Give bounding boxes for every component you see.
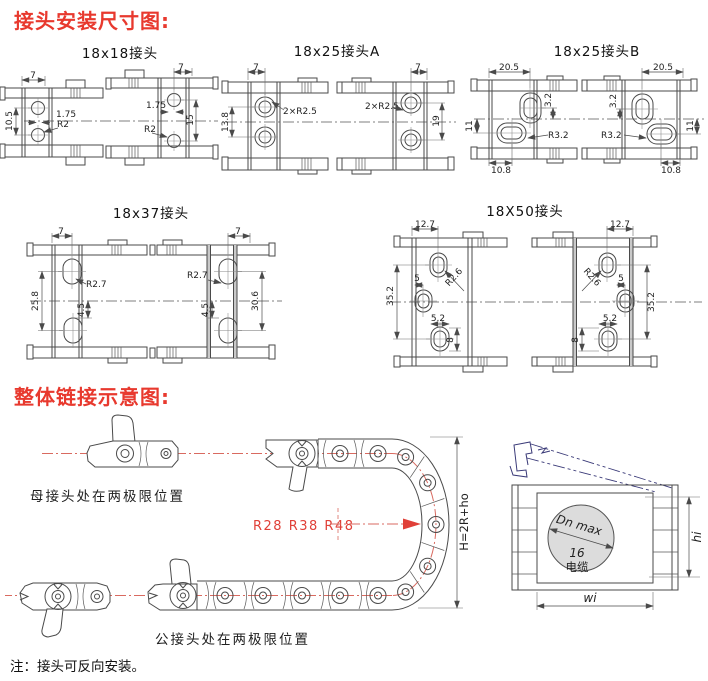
- dim-18x37-width-right: 7: [235, 227, 241, 237]
- dim-18x25a-width-right: 7: [415, 63, 421, 73]
- chain-bottom-run: [197, 580, 392, 611]
- diagram-18x25a-right-view: 7 2×R2.5 19: [336, 63, 455, 175]
- section-outer-frame: [511, 484, 679, 591]
- chain-assembly: 母接头处在两极限位置 R28 R38 R48: [5, 414, 704, 648]
- diagram-18x50-right-view: 12.7 R2.6 5 35.2 5.2 8: [531, 220, 658, 373]
- female-position-label: 母接头处在两极限位置: [30, 488, 185, 505]
- dim-18x25b-offset-right: 3.2: [609, 94, 619, 108]
- dim-18x25b-height-left: 11: [465, 120, 475, 131]
- dim-18x50-gap-left: 5: [414, 274, 420, 284]
- diagram-title-18x18: 18x18接头: [82, 45, 158, 62]
- dim-18x18-width-left: 7: [30, 71, 36, 81]
- section-hi-label: hi: [690, 531, 704, 543]
- dim-18x25a-width-left: 7: [253, 63, 259, 73]
- dim-18x37-width-left: 7: [58, 227, 64, 237]
- dim-18x25b-offset-left: 3.2: [544, 93, 554, 107]
- dim-18x37-radius-left: R2.7: [86, 280, 107, 290]
- diagram-18x18-right-view: 7 1.75 R2 15: [105, 63, 219, 166]
- section-inner-cavity: [536, 492, 654, 584]
- chain-bend: [391, 438, 450, 611]
- lid-profile: [509, 441, 533, 478]
- diagram-18x37: 7 25.8 R2.7 4.5 7 R2.7: [26, 227, 282, 364]
- bend-radius-arrow: [403, 518, 421, 530]
- bend-radius-label: R28 R38 R48: [253, 519, 355, 534]
- section2-title: 整体链接示意图:: [13, 385, 170, 409]
- female-connector-link: [86, 414, 179, 468]
- diagram-18x50-left-view: 12.7 35.2 5 R2.6 5.2 8: [386, 220, 508, 373]
- dim-18x25a-height-right: 19: [432, 115, 442, 127]
- dim-18x50-end-right: 8: [571, 337, 581, 343]
- lid-break-mark: [537, 447, 551, 454]
- dim-18x50-slot-right: 5.2: [603, 314, 617, 324]
- dim-18x25b-radius-left: R3.2: [548, 131, 569, 141]
- dim-18x18-offset-left: 1.75: [56, 110, 76, 120]
- dim-18x50-width-right: 12.7: [610, 220, 630, 230]
- footer-note: 注：接头可反向安装。: [10, 658, 145, 675]
- dim-18x25a-height-left: 13.8: [221, 112, 231, 132]
- dim-18x18-offset-right: 1.75: [146, 101, 166, 111]
- diagram-18x25b-right-view: 20.5 3.2 11 R3.2 10.8: [581, 63, 701, 176]
- dim-18x18-radius-left: R2: [57, 120, 69, 130]
- dim-18x25b-bottom-right: 10.8: [661, 166, 681, 176]
- dim-18x25b-width-right: 20.5: [653, 63, 673, 73]
- dim-18x50-height-right: 35.2: [647, 292, 657, 312]
- diagram-title-18x25b: 18x25接头B: [554, 43, 641, 60]
- male-connector-link-isolated: [19, 582, 111, 638]
- dim-18x25a-radius-right: 2×R2.5: [365, 102, 399, 112]
- dim-18x50-width-left: 12.7: [415, 220, 435, 230]
- diagram-18x25a: 7 13.8 2×R2.5 7 2×R2.5 19: [221, 63, 456, 175]
- cable-dn-value: 16: [569, 546, 585, 560]
- dim-18x37-radius-right: R2.7: [187, 271, 208, 281]
- dim-18x25b-bottom-left: 10.8: [491, 166, 511, 176]
- diagram-18x50: 12.7 35.2 5 R2.6 5.2 8: [386, 220, 702, 373]
- centerline-bend: [391, 453, 437, 596]
- diagram-18x25b: 20.5 3.2 11 R3.2 10.8: [465, 63, 704, 176]
- dim-18x18-radius-right: R2: [144, 125, 156, 135]
- section-wi-label: wi: [583, 591, 597, 605]
- dim-18x50-slot-left: 5.2: [431, 314, 445, 324]
- lid-open-line-2: [526, 457, 657, 493]
- dim-18x50-gap-right: 5: [618, 274, 624, 284]
- cross-section: Dn max 16 电缆 hi wi: [509, 441, 704, 610]
- dim-18x37-offset-left: 4.5: [77, 303, 87, 317]
- dim-18x18-width-right: 7: [178, 63, 184, 73]
- dim-18x50-height-left: 35.2: [386, 286, 396, 306]
- section1-title: 接头安装尺寸图:: [14, 9, 170, 33]
- diagram-title-18x37: 18x37接头: [113, 205, 189, 222]
- dim-18x25b-radius-right: R3.2: [601, 131, 622, 141]
- lid-open-line-1: [530, 443, 673, 489]
- dim-18x37-height-left: 25.8: [31, 291, 41, 311]
- height-formula-label: H=2R+ho: [457, 493, 471, 551]
- cable-diameter-arrow: [549, 528, 614, 549]
- dim-18x25b-width-left: 20.5: [499, 63, 519, 73]
- diagram-18x18: 7 10.5 1.75 R2 7 1.75 R2: [0, 63, 219, 166]
- dim-18x18-height-left: 10.5: [5, 111, 15, 131]
- male-position-label: 公接头处在两极限位置: [155, 631, 310, 648]
- diagram-title-18x50: 18X50接头: [486, 203, 564, 220]
- diagram-18x18-left-view: 7 10.5 1.75 R2: [0, 71, 104, 166]
- height-dimension: H=2R+ho: [418, 436, 471, 609]
- dim-18x37-offset-right: 4.5: [201, 303, 211, 317]
- dim-18x50-end-left: 8: [446, 337, 456, 343]
- diagram-18x37-left-view: 7 25.8 R2.7 4.5: [26, 227, 156, 364]
- cable-label: 电缆: [566, 560, 589, 574]
- dim-18x25a-radius-left: 2×R2.5: [283, 107, 317, 117]
- dim-18x18-height-right: 15: [186, 114, 196, 125]
- diagram-18x25a-left-view: 7 13.8 2×R2.5: [221, 63, 329, 175]
- diagram-title-18x25a: 18x25接头A: [294, 43, 381, 60]
- diagram-18x25b-left-view: 20.5 3.2 11 R3.2 10.8: [465, 63, 578, 176]
- chain-top-run: [265, 438, 392, 492]
- diagram-18x37-right-view: 7 R2.7 4.5 30.6: [156, 227, 276, 364]
- dim-18x25b-height-right: 11: [686, 120, 696, 131]
- dim-18x37-height-right: 30.6: [251, 291, 261, 311]
- male-connector-link-chain: [147, 558, 198, 611]
